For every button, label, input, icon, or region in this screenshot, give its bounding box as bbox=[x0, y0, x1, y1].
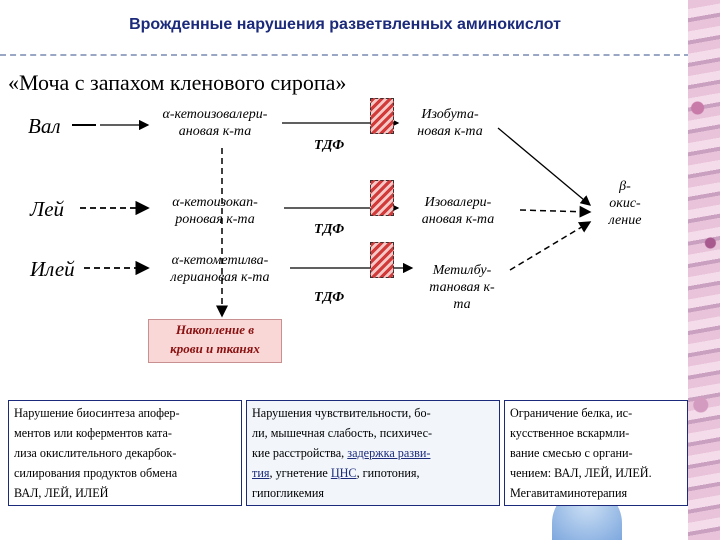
aa-ley: Лей bbox=[30, 197, 65, 221]
decorative-strip bbox=[688, 0, 720, 540]
arrow-isoval-to-beta bbox=[519, 205, 592, 218]
cause-box: Нарушение биосинтеза апофер- ментов или … bbox=[8, 400, 242, 506]
keto-acid-3: α-кетометилва-лериановая к-та bbox=[170, 253, 270, 285]
keto-acid-1: α-кетоизовалери-ановая к-та bbox=[162, 107, 268, 139]
treatment-box: Ограничение белка, ис- кусственное вскар… bbox=[504, 400, 688, 506]
subtitle: «Моча с запахом кленового сиропа» bbox=[8, 70, 347, 95]
aa-iley: Илей bbox=[30, 257, 75, 281]
link-development-delay-cont[interactable]: тия bbox=[252, 466, 270, 480]
product-1: Изобута-новая к-та bbox=[417, 107, 483, 139]
keto-acid-2: α-кетоизокап-роновая к-та bbox=[172, 195, 258, 227]
title-bar bbox=[0, 0, 690, 58]
enzyme-block-1 bbox=[370, 98, 394, 134]
cofactor-tdf-3: ТДФ bbox=[314, 290, 345, 305]
product-3: Метилбу-тановая к-та bbox=[429, 263, 495, 312]
beta-oxidation: β-окис-ление bbox=[608, 179, 642, 228]
enzyme-block-2 bbox=[370, 180, 394, 216]
cofactor-tdf-2: ТДФ bbox=[314, 222, 345, 237]
link-cns[interactable]: ЦНС bbox=[330, 466, 357, 480]
aa-val: Вал bbox=[28, 114, 61, 138]
enzyme-block-3 bbox=[370, 242, 394, 278]
slide-title: Врожденные нарушения разветвленных амино… bbox=[129, 16, 561, 33]
arrow-methylbut-to-beta bbox=[509, 221, 592, 271]
symptoms-box: Нарушения чувствительности, бо- ли, мыше… bbox=[246, 400, 500, 506]
link-development-delay[interactable]: задержка разви- bbox=[347, 446, 431, 460]
arrow-isobut-to-beta bbox=[497, 127, 591, 206]
product-2: Изовалери-ановая к-та bbox=[421, 195, 495, 227]
cofactor-tdf-1: ТДФ bbox=[314, 138, 345, 153]
